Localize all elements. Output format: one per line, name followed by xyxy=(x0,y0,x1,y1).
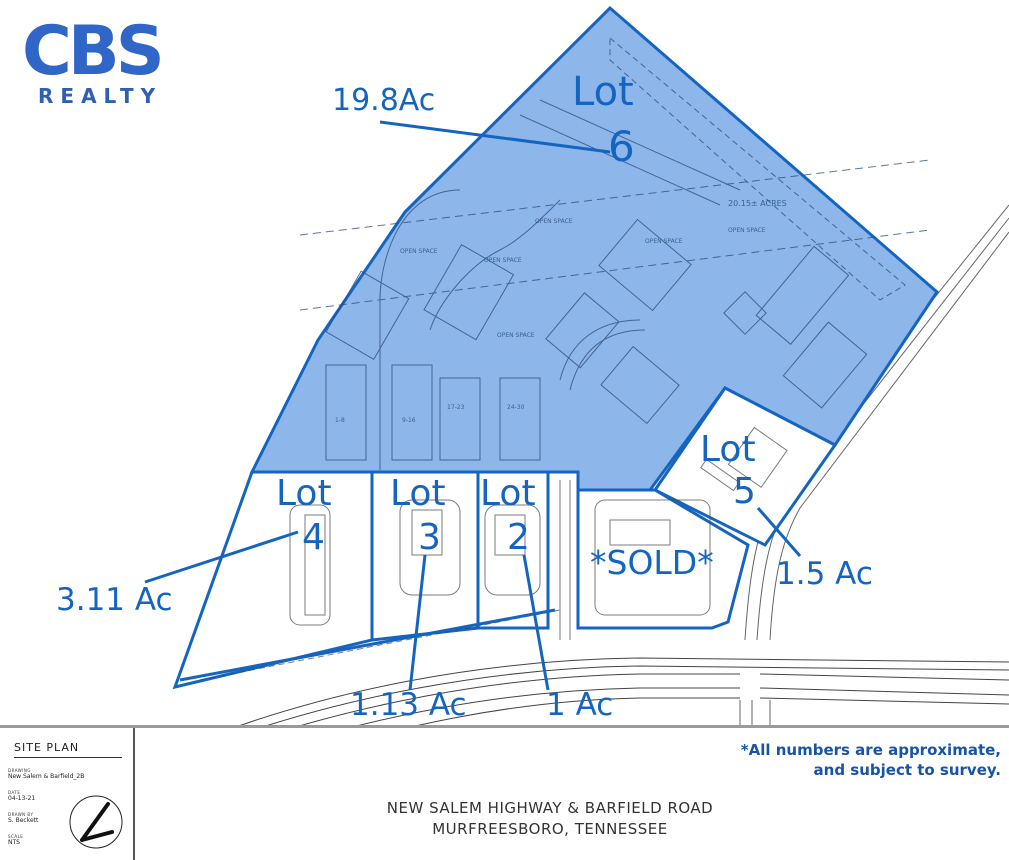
unit-group-label: 24-30 xyxy=(507,404,525,411)
lot-2-leader-line xyxy=(522,554,550,691)
lot-4-boundary xyxy=(172,470,374,690)
lot-5-acres: 1.5 Ac xyxy=(776,556,873,592)
lot-3-label: Lot xyxy=(390,473,446,514)
disclaimer-line-2: and subject to survey. xyxy=(813,761,1001,779)
date-label: DATE xyxy=(8,790,21,795)
unit-group-label: 9-16 xyxy=(402,417,416,424)
drawing-value: New Salem & Barfield_2B xyxy=(8,773,85,780)
drawing-label: DRAWING xyxy=(8,768,31,773)
sold-label: *SOLD* xyxy=(590,543,714,582)
lot-6-acres: 19.8Ac xyxy=(332,83,436,118)
address-line-1: NEW SALEM HIGHWAY & BARFIELD ROAD xyxy=(386,799,714,817)
lot-5-label: Lot xyxy=(700,429,756,470)
unit-group-label: 1-8 xyxy=(335,417,345,424)
open-space-label: OPEN SPACE xyxy=(728,227,766,234)
lot-6-building-sketch xyxy=(299,36,931,470)
scale-label: SCALE xyxy=(8,834,24,839)
total-acres-annotation: 20.15± ACRES xyxy=(728,199,787,208)
lot-4-number: 4 xyxy=(302,517,325,558)
lot-4-acres: 3.11 Ac xyxy=(56,582,173,618)
address-line-2: MURFREESBORO, TENNESSEE xyxy=(432,820,668,838)
lot-6-label: Lot xyxy=(572,69,634,115)
open-space-label: OPEN SPACE xyxy=(484,257,522,264)
date-value: 04-13-21 xyxy=(8,795,36,802)
lot-6-number: 6 xyxy=(608,122,635,171)
disclaimer-line-1: *All numbers are approximate, xyxy=(740,741,1001,759)
scale-value: NTS xyxy=(8,839,20,846)
unit-group-label: 17-23 xyxy=(447,404,465,411)
site-plan-heading: SITE PLAN xyxy=(14,741,80,754)
open-space-label: OPEN SPACE xyxy=(400,248,438,255)
lot-2-number: 2 xyxy=(507,517,530,558)
drawn-by-label: DRAWN BY xyxy=(8,812,34,817)
approximate-disclaimer: *All numbers are approximate, and subjec… xyxy=(741,740,1001,780)
lot-2-acres: 1 Ac xyxy=(546,687,614,723)
sold-lot-boundary xyxy=(576,488,750,630)
open-space-label: OPEN SPACE xyxy=(645,238,683,245)
open-space-label: OPEN SPACE xyxy=(497,332,535,339)
project-address: NEW SALEM HIGHWAY & BARFIELD ROAD MURFRE… xyxy=(320,798,780,840)
title-block: SITE PLAN DRAWING New Salem & Barfield_2… xyxy=(0,725,1009,860)
lot-2-label: Lot xyxy=(480,473,536,514)
lot-5-boundary xyxy=(652,386,838,547)
cbs-logo: CBS xyxy=(22,12,165,91)
lot-5-leader-line xyxy=(756,507,802,557)
lot-4-leader-line xyxy=(144,530,299,584)
open-space-label: OPEN SPACE xyxy=(535,218,573,225)
lot-4-label: Lot xyxy=(276,473,332,514)
north-arrow-icon xyxy=(69,795,123,849)
lot-3-number: 3 xyxy=(418,517,441,558)
drawn-by-value: S. Beckett xyxy=(8,817,39,824)
lot-3-acres: 1.13 Ac xyxy=(350,687,467,723)
realty-logo-text: REALTY xyxy=(38,84,163,108)
title-block-info-panel: SITE PLAN DRAWING New Salem & Barfield_2… xyxy=(0,728,135,860)
lot-5-number: 5 xyxy=(733,471,756,512)
lot-3-leader-line xyxy=(408,554,427,691)
heading-underline xyxy=(14,757,122,758)
lot-6-leader-line xyxy=(379,120,611,154)
